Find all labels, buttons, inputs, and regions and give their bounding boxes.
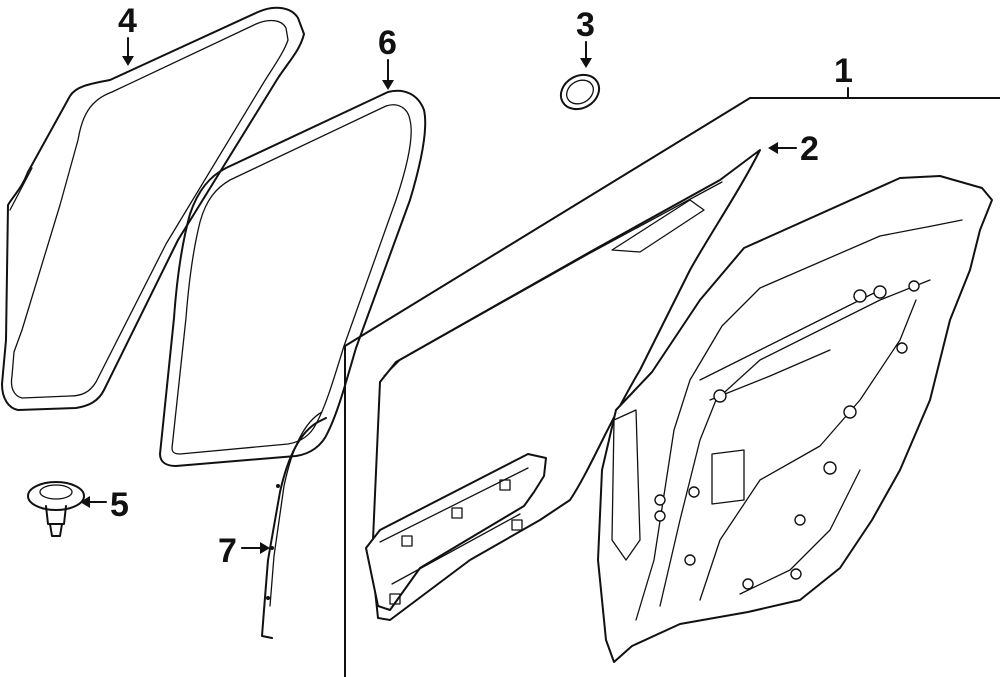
callout-7: 7: [218, 532, 237, 570]
part-2-outer-panel[interactable]: [365, 149, 761, 621]
callout-labels: 1 2 3 4 5 6 7: [110, 2, 853, 570]
part-3-plug[interactable]: [555, 68, 606, 116]
part-4-body-weatherstrip[interactable]: [1, 6, 305, 411]
part-1-door-shell[interactable]: [597, 175, 993, 663]
callout-6: 6: [378, 24, 397, 62]
callout-3: 3: [576, 6, 595, 44]
leader-lines: [80, 37, 849, 554]
part-5-clip[interactable]: [27, 481, 85, 537]
part-6-door-weatherstrip[interactable]: [159, 89, 427, 467]
callout-2: 2: [800, 130, 819, 168]
part-1-frame: [344, 97, 1000, 677]
callout-1: 1: [834, 52, 853, 90]
callout-5: 5: [110, 486, 129, 524]
callout-4: 4: [118, 2, 137, 40]
part-7-channel-seal[interactable]: [261, 411, 327, 639]
